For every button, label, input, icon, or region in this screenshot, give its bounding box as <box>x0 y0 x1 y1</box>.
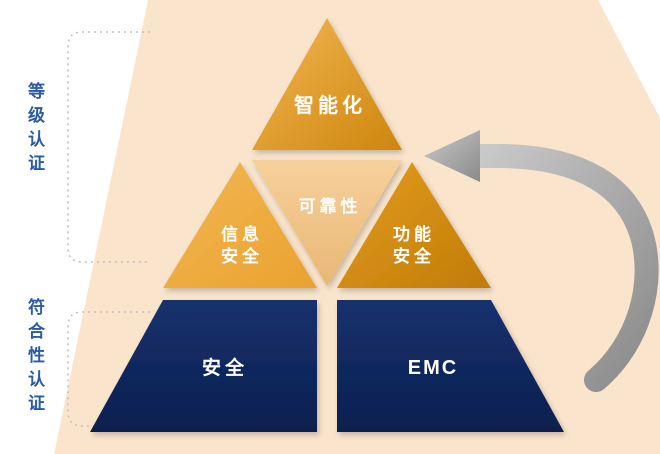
pyramid-mid-center-triangle <box>252 160 402 286</box>
label-mid-right-line1: 功能 <box>393 224 435 244</box>
pyramid-top-triangle <box>252 18 402 150</box>
label-mid-left-line1: 信息 <box>221 224 263 244</box>
arrow-head <box>424 130 480 182</box>
dotted-bracket-bottom <box>67 311 150 427</box>
dotted-bracket-top <box>67 31 150 263</box>
side-label-conformity-certification: 符合性认证 <box>25 298 44 418</box>
side-label-grade-certification: 等级认证 <box>25 82 44 178</box>
pyramid-bottom-left-trapezoid <box>90 300 317 432</box>
pyramid-mid-right-triangle <box>337 162 491 288</box>
label-mid-left-line2: 安全 <box>221 246 263 266</box>
label-mid-center: 可靠性 <box>299 196 362 216</box>
pyramid-bottom-right-trapezoid <box>337 300 564 432</box>
label-top: 智能化 <box>294 93 366 117</box>
label-mid-right-line2: 安全 <box>393 246 435 266</box>
curved-arrow <box>424 130 659 392</box>
label-bottom-right: EMC <box>408 357 458 379</box>
label-bottom-left: 安全 <box>202 356 248 379</box>
pyramid-mid-left-triangle <box>163 162 317 288</box>
